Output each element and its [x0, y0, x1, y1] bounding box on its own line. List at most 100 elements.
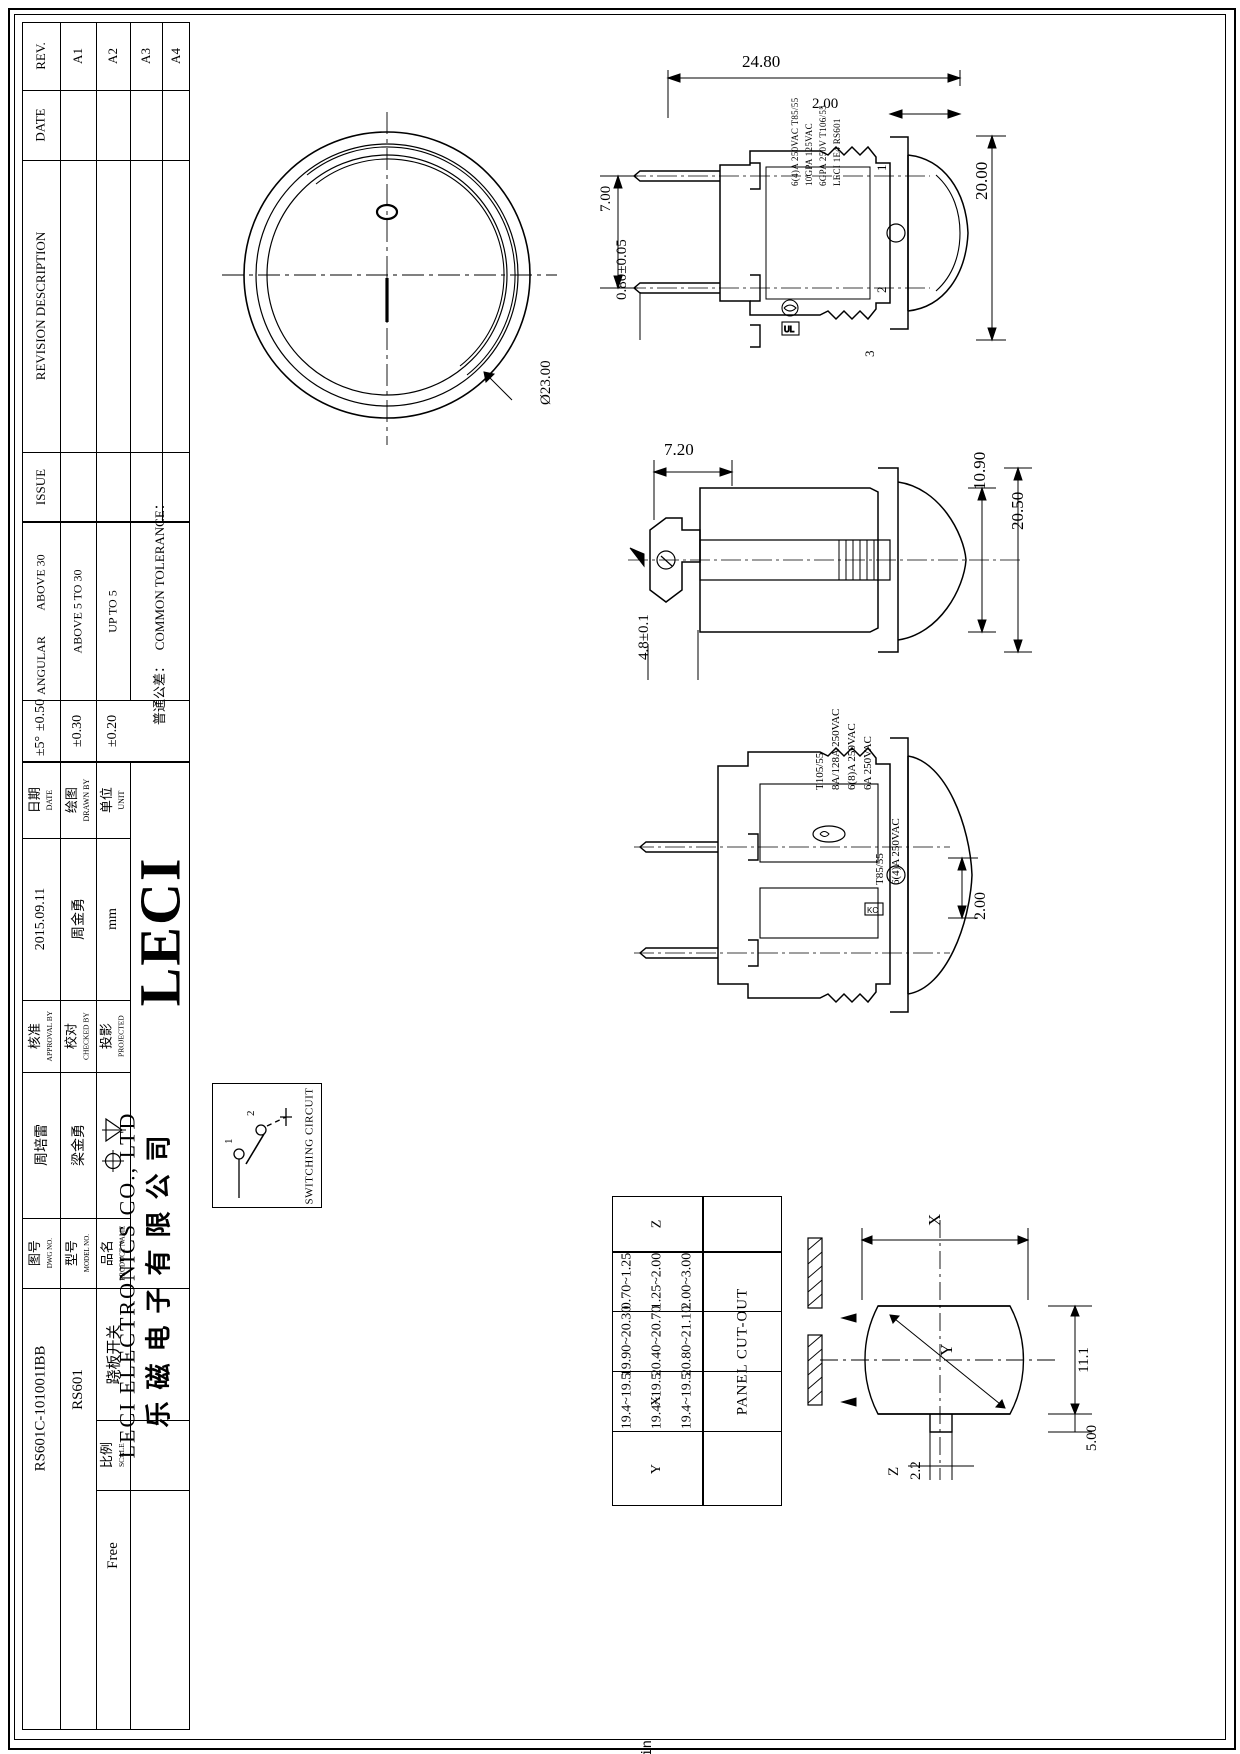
company-name-en: LECI ELECTRONICS CO., LTD: [112, 1020, 142, 1550]
panel-cutout-cell-x-2-label: 20.80~21.10: [679, 1305, 695, 1377]
side-bottom-label-line-2-text: 6(8)A 250VAC: [846, 723, 858, 790]
tolerance-line: [60, 522, 61, 762]
panel-cutout-cell-y-0-label: 19.4~19.5: [619, 1372, 635, 1430]
switch-schematic-icon: 2 1: [223, 1108, 292, 1198]
title-block-line: [22, 1000, 130, 1001]
side-bottom-label-line-4: T105/55: [814, 753, 826, 790]
revision-header-issue: ISSUE: [22, 452, 60, 522]
title-field-unit-en: UNIT: [116, 790, 126, 810]
tolerance-range-2-label: ABOVE 30: [33, 553, 48, 611]
title-field-date-value-label: 2015.09.11: [33, 887, 49, 951]
panel-cutout-cell-z-2: 2.00~3.00: [672, 1251, 702, 1311]
panel-cutout-shape: X Y 11.1 5.00: [820, 1214, 1100, 1480]
switching-circuit-diagram: 2 1: [214, 1086, 298, 1204]
tolerance-range-1: ABOVE 5 TO 30: [60, 522, 96, 700]
dimension-lines-top: [600, 70, 1006, 342]
title-field-checkedby-value: 梁金勇: [60, 1072, 96, 1218]
panel-cutout-cell-z-2-label: 2.00~3.00: [679, 1252, 695, 1310]
title-field-modelno-en: MODEL NO.: [82, 1233, 91, 1273]
svg-text:KC: KC: [867, 906, 878, 915]
tolerance-value-1-label: ±0.30: [70, 714, 85, 748]
title-field-approvalby-value-label: 周培雷: [35, 1124, 50, 1166]
panel-cutout-cell-y-1-label: 19.4~19.5: [649, 1372, 665, 1430]
svg-text:2: 2: [245, 1111, 257, 1117]
panel-cutout-cell-y-2-label: 19.4~19.5: [679, 1372, 695, 1430]
panel-cutout-cell-z-1: 1.25~2.00: [642, 1251, 672, 1311]
revision-table: [22, 22, 190, 522]
panel-cutout-title: PANEL CUT-OUT: [704, 1196, 782, 1506]
panel-cutout-22-callout: 2.2: [908, 1461, 924, 1480]
panel-cutout-cell-x-0-label: 19.90~20.30: [619, 1305, 635, 1377]
revision-table-line: [22, 90, 190, 91]
company-name-en-label: LECI ELECTRONICS CO., LTD: [114, 1111, 140, 1459]
dim-lines-bottom: [900, 840, 1020, 970]
revision-table-line: [22, 160, 190, 161]
title-field-unit-cn: 单位: [98, 786, 114, 813]
title-field-drawnby-value: 周金勇: [60, 838, 96, 1000]
marking-o-icon: [375, 203, 399, 221]
svg-text:UL: UL: [784, 325, 795, 334]
title-field-drawnby-value-label: 周金勇: [72, 898, 87, 940]
tolerance-value-3: ±5°: [22, 730, 60, 762]
approval-marks-top: UL: [776, 296, 836, 342]
panel-cutout-drawing: X Y 11.1 5.00: [800, 1180, 1130, 1540]
panel-cutout-line: [702, 1196, 704, 1506]
tolerance-range-3: ANGULAR: [22, 630, 60, 700]
side-bottom-label-line-1: 6A 250VAC: [862, 736, 874, 790]
tolerance-range-2: ABOVE 30: [22, 522, 60, 642]
front-view: [212, 100, 572, 460]
title-field-dwgno-value: RS601C-101001IBB: [22, 1288, 60, 1528]
title-field-approvalby-en: APPROVAL BY: [44, 1010, 54, 1062]
side-view-top-drawing: 1 2 3: [626, 136, 969, 357]
dim-7-20-text: 7.20: [664, 440, 694, 459]
side-bottom-label-line-2: 6(8)A 250VAC: [846, 723, 858, 790]
title-field-dwgno-label: 图号 DWG NO.: [22, 1218, 60, 1288]
panel-cutout-500-callout: 5.00: [1084, 1425, 1100, 1451]
title-field-unit-value-label: mm: [105, 908, 120, 930]
side-view-bottom: [620, 730, 1040, 1050]
panel-cutout-line: [612, 1251, 782, 1253]
revision-row-a1: A1: [60, 22, 96, 90]
side-bottom-label2-line-2: T85/55: [874, 853, 886, 885]
title-field-date-cn: 日期: [26, 786, 42, 813]
tolerance-title-en: COMMON TOLERANCE：: [151, 497, 167, 651]
tolerance-value-0: ±0.20: [96, 700, 130, 762]
title-field-drawnby-cn: 绘图: [63, 786, 79, 813]
tolerance-value-2: ±0.50: [22, 699, 60, 731]
tolerance-table: [22, 522, 190, 762]
title-block-line: [96, 762, 97, 1730]
revision-table-line: [162, 22, 163, 522]
company-name-cn-label: 乐磁电子有限公司: [144, 1122, 174, 1428]
tolerance-range-1-label: ABOVE 5 TO 30: [70, 569, 85, 653]
revision-row-a2-label: A2: [104, 48, 120, 64]
revision-table-line: [22, 452, 190, 453]
revision-row-a1-label: A1: [69, 48, 85, 64]
first-angle-projection-icon: [102, 1117, 126, 1172]
dim-lines-top: [560, 40, 1040, 400]
note-item-12: 5.Withstand Voltage:Withstand Voltage:15…: [640, 1740, 656, 1754]
title-block-line: [22, 1218, 130, 1219]
title-field-approvalby-cn: 核准: [26, 1022, 42, 1049]
side-bottom-label-line-1-text: 6A 250VAC: [862, 736, 874, 790]
panel-cutout-header-z-label: Z: [649, 1219, 664, 1228]
panel-thickness-hatch: [807, 1237, 823, 1406]
title-field-checkedby-value-label: 梁金勇: [72, 1124, 87, 1166]
revision-header-rev: REV.: [22, 22, 60, 90]
note-item-12-label: 5.Withstand Voltage:Withstand Voltage:15…: [640, 1740, 656, 1754]
panel-cutout-z-section: [800, 1230, 840, 1420]
revision-header-date: DATE: [22, 90, 60, 160]
svg-text:1: 1: [223, 1139, 235, 1145]
revision-table-line: [130, 22, 131, 522]
front-view-diameter-label: Ø23.00: [538, 360, 555, 405]
title-field-unit-value: mm: [96, 838, 130, 1000]
tolerance-line: [130, 522, 131, 700]
title-field-date-value: 2015.09.11: [22, 838, 60, 1000]
title-block-line: [96, 1420, 190, 1421]
revision-row-a4: A4: [162, 22, 190, 90]
tolerance-range-0: UP TO 5: [96, 522, 130, 700]
panel-cutout-cell-z-1-label: 1.25~2.00: [649, 1252, 665, 1310]
kc-mark-bottom: KC: [862, 900, 886, 918]
dimension-lines-middle: [647, 460, 1032, 680]
tolerance-title-cn: 普通公差：: [151, 659, 167, 725]
